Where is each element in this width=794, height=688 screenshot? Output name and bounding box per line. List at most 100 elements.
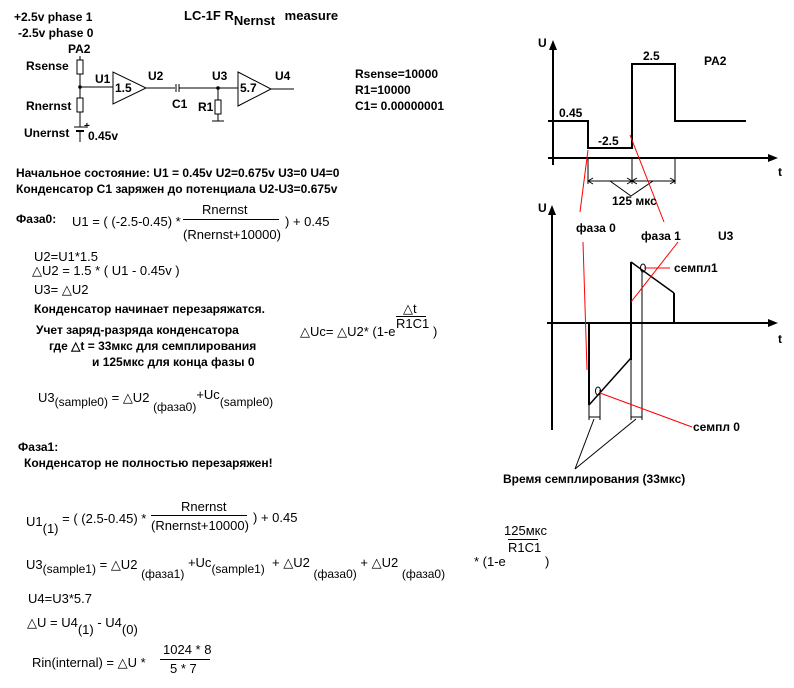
amp2-gain: 5.7 [240,81,257,95]
rin-equation-left: Rin(internal) = △U * [32,655,146,670]
and-125-text: и 125мкс для конца фазы 0 [92,355,255,369]
u3s1-exp-denominator: R1C1 [508,540,542,555]
du-c: - U4 [97,615,122,630]
sampling-window-lines [574,270,643,470]
p1-sub: (1) [42,521,59,536]
u3s1-du2-b: + △U2 [272,555,310,570]
junction-dot [78,85,82,89]
u3s1-du2-c: + △U2 [360,555,399,570]
where-dt-text: где △t = 33мкс для семплирования [49,339,257,353]
duc-equation: △Uc= △U2* (1-e [300,324,396,339]
sampling-time-label: Время семплирования (33мкс) [503,472,686,486]
u3-graph-name: U3 [718,229,734,243]
phase1-right: ) + 0.45 [253,510,298,525]
param-rsense: Rsense=10000 [355,67,439,81]
pa2-axis-u-label: U [538,36,547,50]
battery-plus-sign: + [84,121,90,132]
rin-fraction-bar [160,659,210,660]
supply-phase1-label: +2.5v phase 1 [14,10,93,24]
pa2-label: PA2 [68,42,91,56]
initial-state-text: Начальное состояние: U1 = 0.45v U2=0.675… [16,166,340,180]
u3s1-du2: = △U2 [99,557,138,572]
sample0-marker [595,386,601,396]
u3-axis-t-label: t [778,332,782,346]
graph-u3 [547,205,778,470]
u4-equation: U4=U3*5.7 [28,591,92,606]
u3-u-axis-arrow-icon [548,205,556,215]
u3s0-uc: +Uc [196,387,220,402]
pa2-value-neg25: -2.5 [598,134,619,148]
param-c1: C1= 0.00000001 [355,99,445,113]
u3s1-phase0-b: (фаза0) [401,567,446,581]
amplifier-2 [237,71,273,107]
cap-recharge-text: Конденсатор начинает перезаряжатся. [34,302,265,316]
rin-denominator: 5 * 7 [170,661,197,676]
amplifier-1 [112,71,148,105]
title-subscript: Nernst [233,13,276,28]
c1-label: C1 [172,97,188,111]
u3s1-uc: +Uc [187,555,212,570]
u3s0-u3: U3 [38,390,55,405]
u3-phase1-label: фаза 1 [641,229,681,243]
u3s1-sub2: (sample1) [211,562,265,576]
u3s1-sub: (sample1) [42,562,96,576]
u3s1-close-paren: ) [545,554,550,569]
u3s1-phase1: (фаза1) [141,567,185,581]
param-r1: R1=10000 [355,83,411,97]
phase0-pointer-top [579,149,589,213]
cap-not-full-text: Конденсатор не полностью перезаряжен! [24,456,273,470]
duc-exp-numerator: △t [403,301,417,316]
p1-u1: U1 [26,514,43,529]
pa2-t-axis-arrow-icon [768,154,778,162]
cap-charged-text: Конденсатор C1 заряжен до потенциала U2-… [16,182,338,196]
u3s1-u3: U3 [26,557,43,572]
graph-pa2 [548,40,778,197]
du-d: (0) [121,622,138,637]
phase0-denominator: (Rnernst+10000) [183,227,281,242]
delta-u-equation: △U = U4(1) - U4(0) [27,615,138,636]
u3s1-phase0-a: (фаза0) [313,567,357,581]
u3s1-exp-prefix: * (1-e [474,554,506,569]
phase1-pointer-bottom [630,241,679,303]
battery-value: 0.45v [88,129,119,143]
unernst-label: Unernst [24,126,70,140]
phase0-fraction-bar [183,219,279,220]
u3-t-axis-arrow-icon [768,319,778,327]
u4-label: U4 [275,69,291,83]
page-title: LC-1F RNernst measure [184,8,339,27]
pa2-duration-label: 125 мкс [612,194,657,208]
u3-equation: U3= △U2 [34,282,89,297]
supply-phase0-label: -2.5v phase 0 [18,26,94,40]
pa2-duration-dimension [587,158,676,197]
u3-phase0-label: фаза 0 [576,221,616,235]
rsense-label: Rsense [26,59,69,73]
pa2-value-25: 2.5 [643,49,660,63]
charge-account-text: Учет заряд-разряда конденсатора [36,323,239,337]
u3-sample1-equation: U3(sample1) = △U2 (фаза1) +Uc(sample1) +… [26,555,445,581]
du-b: (1) [77,622,94,637]
u2-label: U2 [148,69,164,83]
r1-label: R1 [198,100,214,114]
du-a: △U = U4 [27,615,78,630]
pa2-graph-name: PA2 [704,54,727,68]
phase1-denominator: (Rnernst+10000) [151,518,249,533]
duc-exp-denominator: R1C1 [396,316,430,331]
phase0-u1-left: U1 = ( (-2.5-0.45) * [72,214,181,229]
pa2-waveform [548,63,746,149]
phase0-label: Фаза0: [16,212,57,226]
amp1-gain: 1.5 [115,81,132,95]
phase1-numerator: Rnernst [181,499,227,514]
red-annotation-lines [579,134,693,428]
du2-equation: △U2 = 1.5 * ( U1 - 0.45v ) [32,263,180,278]
u3-phase1-decay [630,261,675,294]
phase1-u1-equation: U1(1) = ( (2.5-0.45) * [26,512,146,535]
sample0-pointer [599,392,693,428]
title-suffix: measure [284,8,339,23]
u3s0-sub2: (sample0) [219,395,274,409]
duc-close-paren: ) [433,324,438,339]
u3-sample0-equation: U3(sample0) = △U2 (фаза0)+Uc(sample0) [38,388,273,414]
u3s0-phase0: (фаза0) [153,400,197,414]
rin-numerator: 1024 * 8 [163,642,212,657]
phase0-numerator: Rnernst [202,202,248,217]
